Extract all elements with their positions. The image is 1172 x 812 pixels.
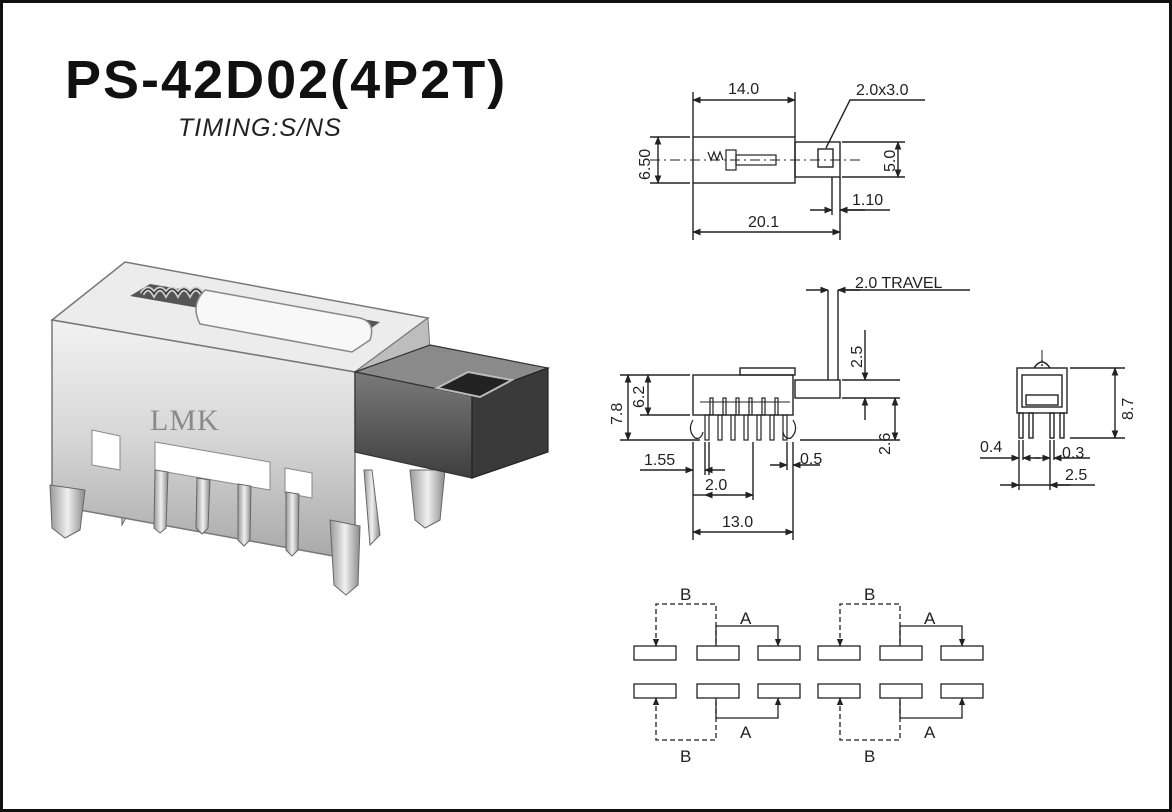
side-view-labels: 2.0 TRAVEL 2.5 7.8 6.2 2.6 1.55 0.5 2.0 …	[609, 275, 943, 531]
dim-slot-size: 2.0x3.0	[856, 82, 909, 99]
label-a-top-2: A	[924, 609, 936, 628]
timing-subtitle: TIMING:S/NS	[178, 114, 342, 142]
dim-pin-length: 2.6	[877, 433, 894, 455]
dim-actuator-height: 5.0	[882, 150, 899, 172]
dim-end-pin-width: 0.3	[1062, 445, 1084, 462]
actuator-knob	[352, 344, 551, 479]
spring	[139, 286, 205, 299]
dim-actuator-gap: 2.5	[849, 346, 866, 368]
brand-mark: LMK	[150, 404, 220, 437]
label-b-top-2: B	[864, 585, 875, 604]
front-pins	[49, 469, 361, 596]
switch-photo: LMK	[49, 261, 551, 596]
label-b-top-1: B	[680, 585, 691, 604]
dim-row-pitch: 2.5	[1065, 467, 1087, 484]
dim-pin-span: 13.0	[722, 514, 753, 531]
dim-pin-width: 0.5	[800, 451, 822, 468]
dim-body-height: 6.50	[637, 149, 654, 180]
part-number-title: PS-42D02(4P2T)	[65, 50, 508, 110]
end-view-labels: 8.7 0.4 0.3 2.5	[980, 398, 1137, 484]
label-a-bottom-2: A	[924, 723, 936, 742]
top-view	[650, 92, 925, 240]
label-b-bottom-1: B	[680, 747, 691, 766]
schematic-labels: B A B A B A B A	[680, 585, 936, 766]
dim-body-length: 14.0	[728, 81, 759, 98]
plunger	[195, 289, 373, 353]
top-view-labels: 14.0 2.0x3.0 6.50 5.0 1.10 20.1	[637, 81, 909, 231]
dim-overall-height: 7.8	[609, 403, 626, 425]
label-a-bottom-1: A	[740, 723, 752, 742]
dim-pin-edge: 1.55	[644, 452, 675, 469]
dim-pin-thickness: 0.4	[980, 439, 1002, 456]
schematic	[633, 603, 984, 741]
label-a-top-1: A	[740, 609, 752, 628]
dim-body-height: 6.2	[631, 386, 648, 408]
dim-actuator-offset: 1.10	[852, 192, 883, 209]
base-cutouts	[91, 429, 313, 499]
side-view	[620, 286, 970, 540]
dim-overall-length: 20.1	[748, 214, 779, 231]
dim-end-height: 8.7	[1120, 398, 1137, 420]
label-b-bottom-2: B	[864, 747, 875, 766]
dim-travel: 2.0 TRAVEL	[855, 275, 943, 292]
end-view	[980, 350, 1125, 490]
dim-pin-pitch: 2.0	[705, 477, 727, 494]
